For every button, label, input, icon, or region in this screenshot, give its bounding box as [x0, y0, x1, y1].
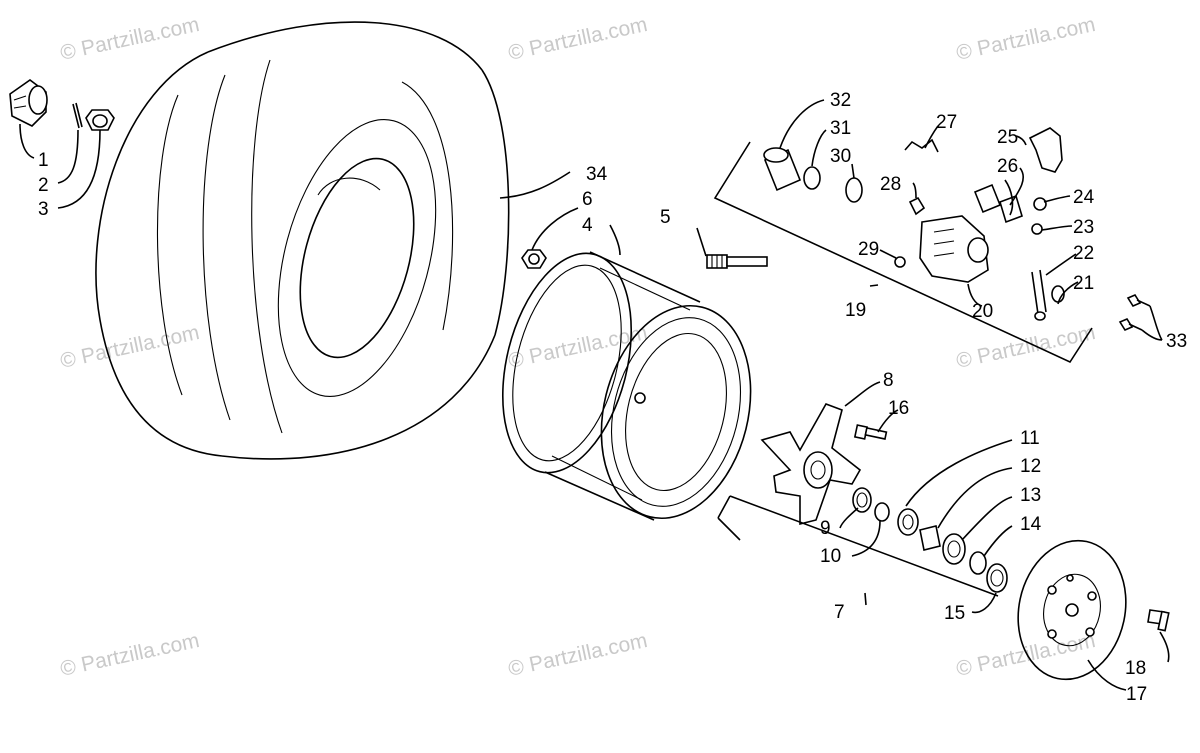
callout-18: 18 — [1125, 658, 1146, 679]
callout-13: 13 — [1020, 485, 1041, 506]
callout-32: 32 — [830, 90, 851, 111]
callout-12: 12 — [1020, 456, 1041, 477]
callout-11: 11 — [1020, 428, 1040, 449]
spring-clip-part — [904, 138, 939, 153]
brake-caliper-part — [919, 215, 989, 283]
brake-disc-part — [1017, 539, 1127, 681]
callout-17: 17 — [1126, 684, 1147, 705]
bearing-stack-parts — [852, 487, 1008, 593]
watermark: © Partzilla.com — [58, 13, 201, 65]
callout-22: 22 — [1073, 243, 1094, 264]
callout-26: 26 — [997, 156, 1018, 177]
callout-31: 31 — [830, 118, 851, 139]
disc-bolt-part — [1147, 609, 1170, 632]
callout-7: 7 — [834, 602, 845, 623]
callout-2: 2 — [38, 175, 49, 196]
callout-labels: 1 2 3 34 6 4 5 8 16 11 12 13 14 9 10 15 … — [38, 90, 1187, 705]
caliper-pin-parts — [763, 147, 863, 203]
watermark: © Partzilla.com — [954, 629, 1097, 681]
callout-28: 28 — [880, 174, 901, 195]
watermark: © Partzilla.com — [954, 321, 1097, 373]
watermark: © Partzilla.com — [58, 629, 201, 681]
small-nut-part — [894, 256, 906, 268]
callout-33: 33 — [1166, 331, 1187, 352]
callout-30: 30 — [830, 146, 851, 167]
caliper-bracket-part — [1028, 127, 1063, 173]
hub-bolt-part — [853, 424, 888, 440]
group-bracket-bearings — [717, 495, 999, 597]
hub-cap-part — [9, 79, 48, 127]
callout-29: 29 — [858, 239, 879, 260]
callout-4: 4 — [582, 215, 593, 236]
callout-14: 14 — [1020, 514, 1042, 535]
callout-24: 24 — [1073, 187, 1095, 208]
watermark: © Partzilla.com — [954, 13, 1097, 65]
castle-nut-part — [85, 109, 115, 131]
callout-15: 15 — [944, 603, 965, 624]
wheel-stud-part — [706, 254, 768, 269]
callout-8: 8 — [883, 370, 894, 391]
brake-pads-part — [973, 183, 1023, 224]
wheel-hub-part — [760, 403, 862, 526]
caliper-mount-bolts-part — [1118, 293, 1151, 332]
group-bracket-caliper — [713, 141, 1093, 364]
callout-3: 3 — [38, 199, 49, 220]
callout-16: 16 — [888, 398, 909, 419]
callout-20: 20 — [972, 301, 993, 322]
callout-10: 10 — [820, 546, 841, 567]
callout-19: 19 — [845, 300, 866, 321]
callout-6: 6 — [582, 189, 593, 210]
watermark: © Partzilla.com — [58, 321, 201, 373]
callout-5: 5 — [660, 207, 671, 228]
wheel-rim-part — [501, 251, 752, 521]
callout-34: 34 — [586, 164, 608, 185]
bleed-screw-part — [908, 196, 926, 216]
callout-21: 21 — [1073, 273, 1094, 294]
tire-part — [95, 21, 510, 460]
cotter-pin-part — [72, 102, 83, 129]
callout-27: 27 — [936, 112, 957, 133]
callout-1: 1 — [38, 150, 49, 171]
leader-lines — [19, 99, 1170, 691]
lug-nut-part — [521, 249, 547, 269]
callout-25: 25 — [997, 127, 1018, 148]
callout-9: 9 — [820, 518, 831, 539]
watermark: © Partzilla.com — [506, 629, 649, 681]
callout-23: 23 — [1073, 217, 1094, 238]
watermark: © Partzilla.com — [506, 13, 649, 65]
